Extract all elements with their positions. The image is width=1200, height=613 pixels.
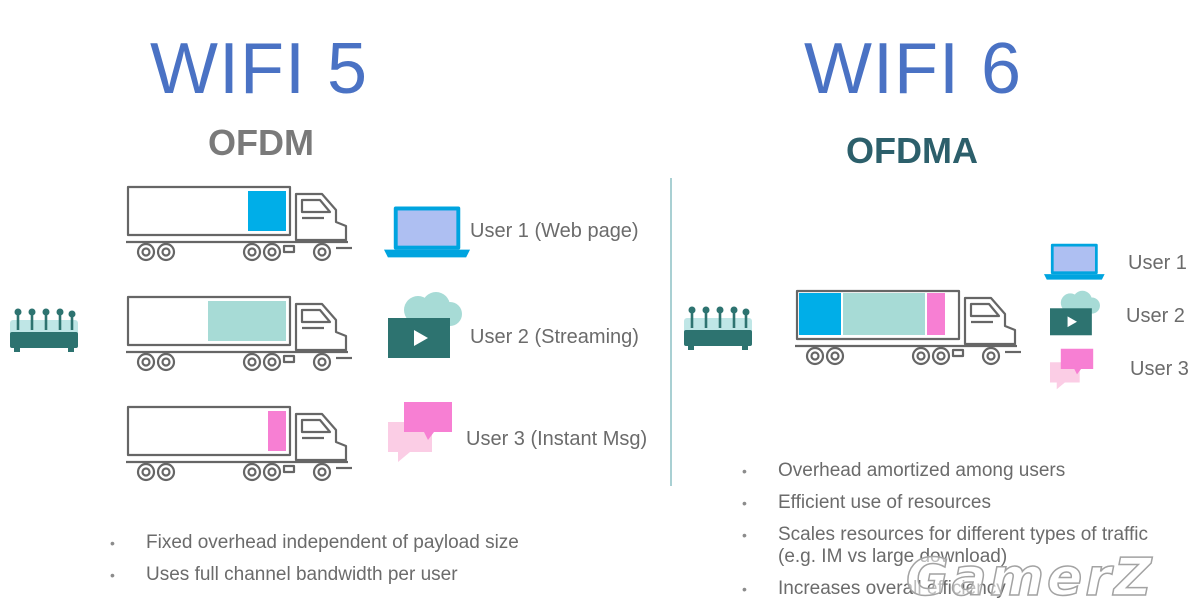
watermark-logo: GamerZ [905,547,1155,609]
bullet-item: Overhead amortized among users [742,460,1162,482]
truck-icon [126,184,356,264]
payload-user1 [248,191,286,231]
laptop-icon [1044,242,1106,280]
chat-bubbles-icon [388,402,468,462]
user3-label: User 3 [1130,358,1189,380]
payload-user3 [268,411,286,451]
truck-user1 [126,184,356,264]
bullet-item: Increases overall efficiency [742,578,1162,600]
video-cloud-icon [1050,290,1104,336]
truck-user2 [126,294,356,374]
truck-user3 [126,404,356,484]
truck-shared [795,288,1025,368]
payload-user3 [927,293,945,335]
payload-user2 [843,293,925,335]
bullet-item: Scales resources for different types of … [742,524,1162,568]
ofdm-subtitle: OFDM [208,122,314,163]
wifi6-title: WIFI 6 [804,29,1022,109]
ofdma-subtitle: OFDMA [846,130,978,171]
user1-label: User 1 (Web page) [470,220,639,242]
bullet-item: Efficient use of resources [742,492,1162,514]
truck-icon [126,404,356,484]
user2-label: User 2 (Streaming) [470,326,639,348]
chat-bubbles-icon [1050,348,1104,390]
wifi5-title: WIFI 5 [150,29,368,109]
column-divider [670,178,672,486]
router-icon [682,304,754,354]
truck-icon [795,288,1025,368]
payload-user2 [208,301,286,341]
user1-label: User 1 [1128,252,1187,274]
payload-user1 [799,293,841,335]
user2-label: User 2 [1126,305,1185,327]
bullet-item: Uses full channel bandwidth per user [110,564,630,586]
laptop-icon [384,204,472,258]
router-icon [8,306,80,356]
user3-label: User 3 (Instant Msg) [466,428,648,450]
video-cloud-icon [388,292,468,358]
wifi6-bullet-list: Overhead amortized among users Efficient… [742,460,1162,610]
truck-icon [126,294,356,374]
wifi5-bullet-list: Fixed overhead independent of payload si… [110,532,630,596]
bullet-item: Fixed overhead independent of payload si… [110,532,630,554]
